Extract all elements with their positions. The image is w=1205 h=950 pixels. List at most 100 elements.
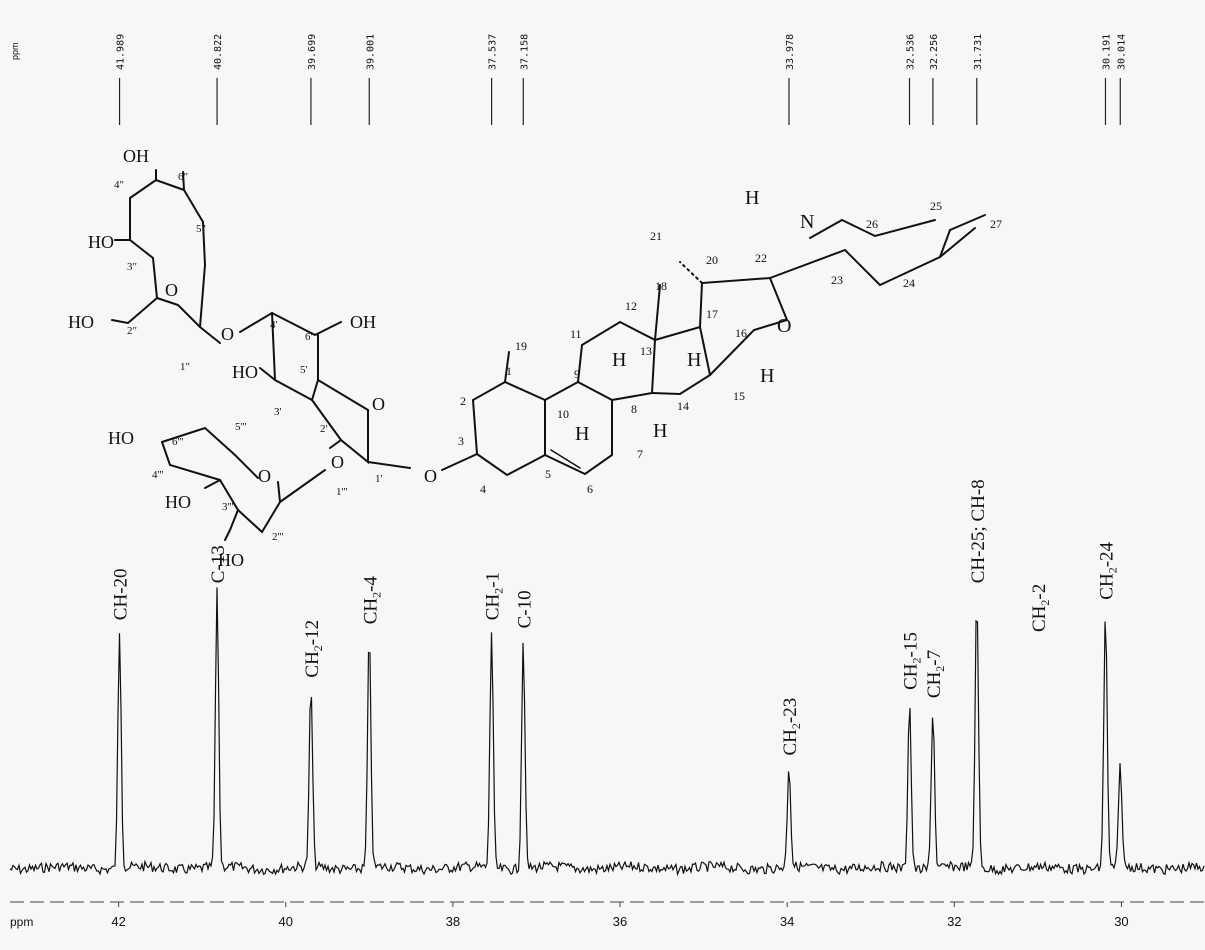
peak-assignment-label: CH2-4 bbox=[360, 576, 383, 625]
atom-o: O bbox=[258, 466, 271, 486]
carbon-locant: 27 bbox=[990, 217, 1002, 231]
atom-locant: 2' bbox=[320, 423, 328, 435]
x-tick-label: 36 bbox=[613, 914, 627, 929]
carbon-locant: 16 bbox=[735, 326, 747, 340]
atom-locant: 4''' bbox=[152, 469, 163, 481]
peak-assignment-label: CH2-15 bbox=[901, 632, 924, 690]
atom-locant: 1' bbox=[375, 473, 383, 485]
atom-ho: HO bbox=[165, 492, 191, 512]
atom-locant: 1''' bbox=[336, 486, 347, 498]
carbon-locant: 5 bbox=[545, 467, 551, 481]
carbon-locant: 12 bbox=[625, 299, 637, 313]
atom-ho: HO bbox=[88, 232, 114, 252]
carbon-locant: 19 bbox=[515, 339, 527, 353]
nitrogen-label: N bbox=[800, 211, 814, 233]
carbon-locant: 25 bbox=[930, 199, 942, 213]
atom-locant: 3" bbox=[127, 261, 137, 273]
atom-label-group: OH 4" 6" 5" HO 3" O HO 2" 1" O 4' 6' OH … bbox=[68, 146, 1002, 570]
atom-ho: HO bbox=[108, 428, 134, 448]
carbon-locant: 13 bbox=[640, 344, 652, 358]
carbon-locant: 3 bbox=[458, 434, 464, 448]
atom-o: O bbox=[777, 315, 791, 337]
peak-assignment-label: CH2-23 bbox=[780, 698, 803, 756]
atom-oh: OH bbox=[350, 312, 376, 332]
atom-locant: 5' bbox=[300, 364, 308, 376]
atom-locant: 1" bbox=[180, 361, 190, 373]
x-tick-label: 42 bbox=[111, 914, 125, 929]
carbon-locant: 10 bbox=[557, 407, 569, 421]
carbon-locant: 1 bbox=[506, 364, 512, 378]
peak-assignment-label: CH2-24 bbox=[1096, 541, 1119, 599]
hydrogen-label: H bbox=[760, 365, 774, 387]
atom-locant: 5" bbox=[196, 223, 206, 235]
peak-assignment-label: C-10 bbox=[514, 590, 535, 628]
atom-locant: 4' bbox=[270, 319, 278, 331]
atom-locant: 5''' bbox=[235, 421, 246, 433]
atom-oh: OH bbox=[123, 146, 149, 166]
atom-o: O bbox=[165, 280, 178, 300]
atom-locant: 3''' bbox=[222, 501, 233, 513]
top-axis-unit-label: ppm bbox=[10, 42, 20, 60]
top-peak-label: 32.536 bbox=[906, 34, 917, 70]
carbon-locant: 26 bbox=[866, 217, 878, 231]
top-peak-label: 30.014 bbox=[1116, 34, 1127, 70]
top-peak-label: 39.699 bbox=[307, 34, 318, 70]
carbon-locant: 9 bbox=[574, 367, 580, 381]
atom-ho: HO bbox=[232, 362, 258, 382]
atom-o: O bbox=[331, 452, 344, 472]
molecule-structure bbox=[111, 169, 986, 541]
peak-assignment-label: CH-20 bbox=[111, 568, 132, 620]
carbon-locant: 6 bbox=[587, 482, 593, 496]
x-tick-group: 42 40 38 36 34 32 30 bbox=[111, 902, 1129, 929]
atom-locant: 2" bbox=[127, 325, 137, 337]
hydrogen-label: H bbox=[575, 423, 589, 445]
atom-ho: HO bbox=[68, 312, 94, 332]
atom-ho: HO bbox=[218, 550, 244, 570]
atom-o: O bbox=[424, 466, 437, 486]
carbon-locant: 23 bbox=[831, 273, 843, 287]
peak-assignment-label: CH2-1 bbox=[483, 572, 506, 620]
carbon-locant: 21 bbox=[650, 229, 662, 243]
carbon-locant: 22 bbox=[755, 251, 767, 265]
atom-o: O bbox=[372, 394, 385, 414]
atom-locant: 6' bbox=[305, 331, 313, 343]
top-peak-label: 37.537 bbox=[488, 34, 499, 70]
carbon-locant: 11 bbox=[570, 327, 582, 341]
top-peak-label: 40.822 bbox=[213, 34, 224, 70]
hydrogen-label: H bbox=[653, 420, 667, 442]
peak-assignment-label: CH2-12 bbox=[302, 620, 325, 678]
x-tick-label: 40 bbox=[279, 914, 293, 929]
carbon-locant: 17 bbox=[706, 307, 718, 321]
x-tick-label: 32 bbox=[947, 914, 961, 929]
peak-assignment-label: CH2-2 bbox=[1029, 584, 1052, 632]
carbon-locant: 14 bbox=[677, 399, 689, 413]
hydrogen-label: H bbox=[612, 349, 626, 371]
carbon-locant: 8 bbox=[631, 402, 637, 416]
top-peak-label: 33.978 bbox=[785, 34, 796, 70]
x-tick-label: 30 bbox=[1114, 914, 1128, 929]
x-tick-label: 38 bbox=[446, 914, 460, 929]
x-axis-unit-label: ppm bbox=[10, 915, 33, 929]
carbon-locant: 2 bbox=[460, 394, 466, 408]
carbon-locant: 18 bbox=[655, 279, 667, 293]
top-peak-label: 37.158 bbox=[519, 34, 530, 70]
top-peak-label: 30.191 bbox=[1101, 34, 1112, 70]
hydrogen-label: H bbox=[745, 187, 759, 209]
spectrum-trace bbox=[9, 587, 1205, 877]
atom-locant: 6" bbox=[178, 171, 188, 183]
atom-o: O bbox=[221, 324, 234, 344]
atom-locant: 2''' bbox=[272, 531, 283, 543]
top-peak-label: 41.989 bbox=[116, 34, 127, 70]
top-peak-label: 31.731 bbox=[973, 34, 984, 70]
atom-locant: 3' bbox=[274, 406, 282, 418]
peak-assignment-label: CH2-7 bbox=[924, 650, 947, 698]
atom-locant: 6''' bbox=[172, 436, 183, 448]
carbon-locant: 24 bbox=[903, 276, 915, 290]
x-tick-label: 34 bbox=[780, 914, 794, 929]
carbon-locant: 15 bbox=[733, 389, 745, 403]
peak-assignment-label: C-13 bbox=[208, 545, 229, 583]
